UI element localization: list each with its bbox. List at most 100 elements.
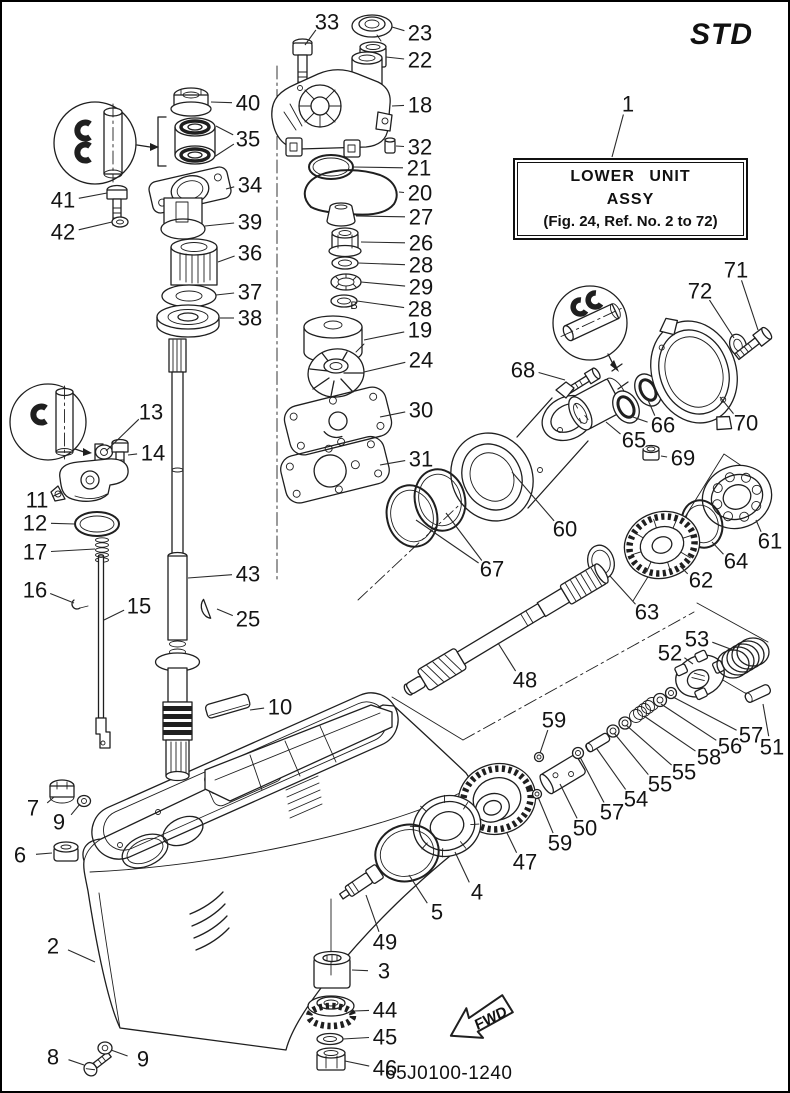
- callout-42: 42: [51, 220, 75, 245]
- part-48-propeller-shaft: [403, 563, 609, 696]
- part-24-impeller: [307, 348, 365, 398]
- callout-leader-48: [497, 642, 517, 672]
- part-9-washer-lower: [97, 1041, 113, 1055]
- part-71-bolt: [733, 326, 773, 361]
- callout-65: 65: [622, 428, 646, 453]
- callout-32: 32: [408, 135, 432, 160]
- part-57-ball-upper: [664, 686, 678, 700]
- part-38-oil-seal: [156, 304, 220, 338]
- callout-leader-33: [304, 29, 317, 46]
- callout-38: 38: [238, 306, 262, 331]
- callout-leader-46: [344, 1060, 370, 1067]
- callout-5: 5: [431, 900, 443, 925]
- callout-leader-18: [391, 104, 405, 107]
- callout-62: 62: [689, 568, 713, 593]
- part-9-washer-upper: [76, 794, 92, 808]
- part-40-bushing: [170, 87, 212, 117]
- part-46-nut: [316, 1047, 346, 1071]
- part-70-retainer-ring: [650, 317, 738, 431]
- part-26-collar-nut: [328, 227, 362, 258]
- callout-leader-53: [712, 641, 734, 651]
- part-54-pin: [585, 732, 611, 753]
- part-58-spring: [629, 697, 659, 723]
- callout-leader-50: [559, 783, 578, 819]
- callout-67: 67: [480, 557, 504, 582]
- callout-leader-21: [352, 166, 404, 169]
- part-62-reverse-gear: [623, 510, 701, 580]
- part-23-seal-cap: [351, 14, 393, 42]
- callout-59: 59: [542, 708, 566, 733]
- callout-leader-52: [684, 657, 694, 665]
- callout-16: 16: [23, 578, 47, 603]
- part-50-shift-plunger: [539, 754, 586, 795]
- part-59-ball-lower: [531, 788, 543, 800]
- callout-43: 43: [236, 562, 260, 587]
- callout-leader-9: [110, 1049, 128, 1057]
- callout-15: 15: [127, 594, 151, 619]
- callout-33: 33: [315, 10, 339, 35]
- part-28-washer-upper: [331, 256, 359, 270]
- callout-leader-5: [408, 874, 428, 904]
- callout-leader-28: [356, 300, 405, 309]
- callout-leader-63: [609, 575, 636, 605]
- callout-leader-59: [539, 729, 549, 754]
- part-36-needle-bearing: [170, 238, 218, 286]
- callout-leader-20: [398, 191, 405, 194]
- variant-label: STD: [690, 18, 753, 51]
- callout-7: 7: [27, 796, 39, 821]
- callout-50: 50: [573, 816, 597, 841]
- part-56-spring-seat: [652, 692, 668, 708]
- part-27-spacer-cup: [326, 202, 356, 227]
- callout-36: 36: [238, 241, 262, 266]
- callout-57: 57: [739, 723, 763, 748]
- seal-section-icon: [585, 290, 604, 310]
- callout-leader-49: [365, 894, 380, 932]
- part-30-outer-plate: [283, 386, 393, 456]
- assy-box-line-3: (Fig. 24, Ref. No. 2 to 72): [543, 213, 718, 231]
- seal-section-icon: [74, 119, 92, 142]
- seal-section-icon: [74, 141, 92, 164]
- callout-28: 28: [409, 253, 433, 278]
- part-37-washer: [161, 284, 217, 308]
- callout-10: 10: [268, 695, 292, 720]
- callout-leader-12: [50, 522, 76, 525]
- callout-leader-69: [660, 455, 668, 458]
- callout-leader-67: [415, 519, 479, 564]
- callout-11: 11: [26, 488, 49, 513]
- callout-63: 63: [635, 600, 659, 625]
- callout-18: 18: [408, 93, 432, 118]
- callout-leader-61: [755, 519, 762, 533]
- callout-leader-17: [50, 548, 96, 553]
- callout-leader-72: [708, 299, 735, 339]
- part-17-spring: [95, 537, 109, 563]
- callout-13: 13: [139, 400, 163, 425]
- callout-30: 30: [409, 398, 433, 423]
- callout-leader-42: [78, 221, 113, 231]
- callout-leader-16: [49, 592, 75, 604]
- callout-leader-lines: [35, 26, 770, 1067]
- callout-leader-31: [379, 460, 406, 466]
- callout-leader-14: [127, 453, 138, 456]
- part-3-bearing-housing: [313, 950, 351, 989]
- clip-section-icon: [30, 403, 48, 426]
- callout-leader-55: [625, 724, 672, 766]
- part-42-washer: [111, 216, 129, 228]
- callout-leader-59: [537, 796, 554, 834]
- part-49-anode-bolt: [330, 864, 384, 967]
- part-2-gear-housing: [82, 692, 477, 1051]
- callout-57: 57: [600, 800, 624, 825]
- callout-72: 72: [688, 279, 712, 304]
- part-55-washer-a: [606, 724, 620, 738]
- callout-leader-57: [672, 696, 737, 731]
- callout-leader-67: [445, 512, 483, 561]
- callout-leader-66: [647, 399, 656, 416]
- part-55-washer-b: [618, 716, 632, 730]
- callout-34: 34: [238, 173, 262, 198]
- callout-leader-45: [342, 1036, 370, 1040]
- callout-2: 2: [47, 934, 59, 959]
- callout-60: 60: [553, 517, 577, 542]
- callout-29: 29: [409, 275, 433, 300]
- part-28-washer-lower: [330, 294, 358, 308]
- callout-25: 25: [236, 607, 260, 632]
